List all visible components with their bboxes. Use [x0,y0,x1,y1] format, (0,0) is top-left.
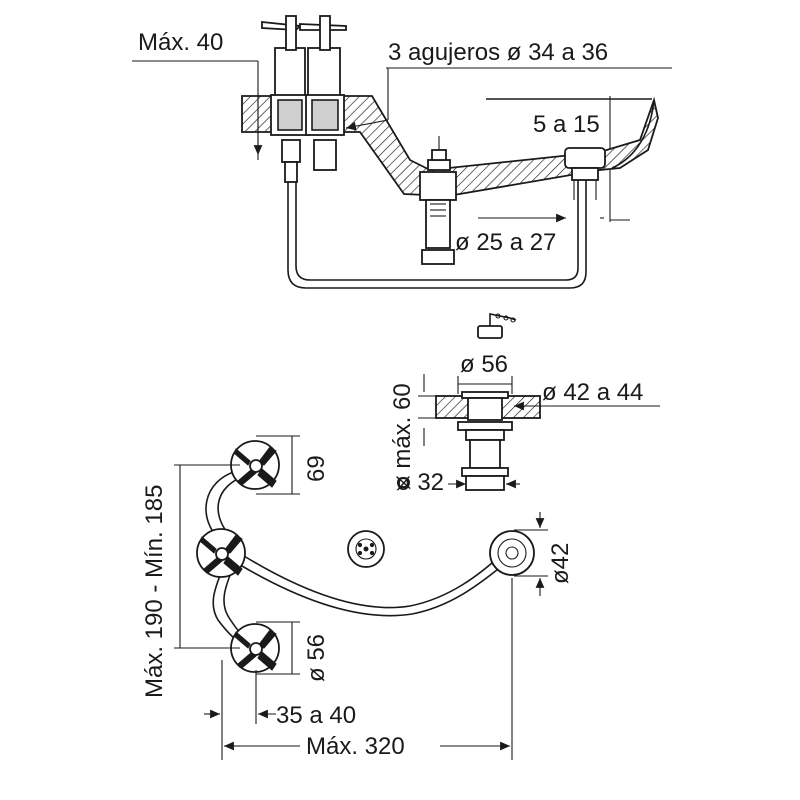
basin-section [241,95,659,197]
label-diam-56-top: ø 56 [460,351,508,378]
label-holes: 3 agujeros ø 34 a 36 [388,39,608,66]
right-valve [299,15,347,171]
middle-cross-handle [196,528,246,578]
stopper-chain-icon [477,313,517,339]
connection-hose [287,180,587,289]
bottom-cross-handle [230,623,280,673]
side-section-view: Máx. 40 3 agujeros ø 34 a 36 5 a 15 ø 25… [132,15,672,289]
drain-detail: ø 56 ø 42 a 44 ø máx. 60 ø 32 [389,313,660,496]
label-max-40: Máx. 40 [138,29,223,56]
label-diam-56-side: ø 56 [303,634,330,682]
label-diam-42: ø42 [547,543,574,584]
label-max-320: Máx. 320 [306,733,405,760]
label-diam-42-44: ø 42 a 44 [542,379,643,406]
plan-hose-main [243,555,501,609]
left-valve [261,15,310,183]
pop-up-waste [419,136,457,265]
label-69: 69 [303,455,330,482]
label-5-15: 5 a 15 [533,111,600,138]
drain-fitting-icon [489,530,535,576]
label-diam-32: ø 32 [396,469,444,496]
plan-view: 69 Máx. 190 - Mín. 185 ø42 ø 56 35 a 40 … [141,435,574,760]
label-vertical-range: Máx. 190 - Mín. 185 [141,485,168,698]
top-cross-handle [230,440,280,490]
label-diam-25-27: ø 25 a 27 [455,229,556,256]
label-max-60: ø máx. 60 [389,383,416,490]
drain-strainer-icon [347,530,385,568]
overflow-fitting [564,147,606,200]
label-35-40: 35 a 40 [276,702,356,729]
